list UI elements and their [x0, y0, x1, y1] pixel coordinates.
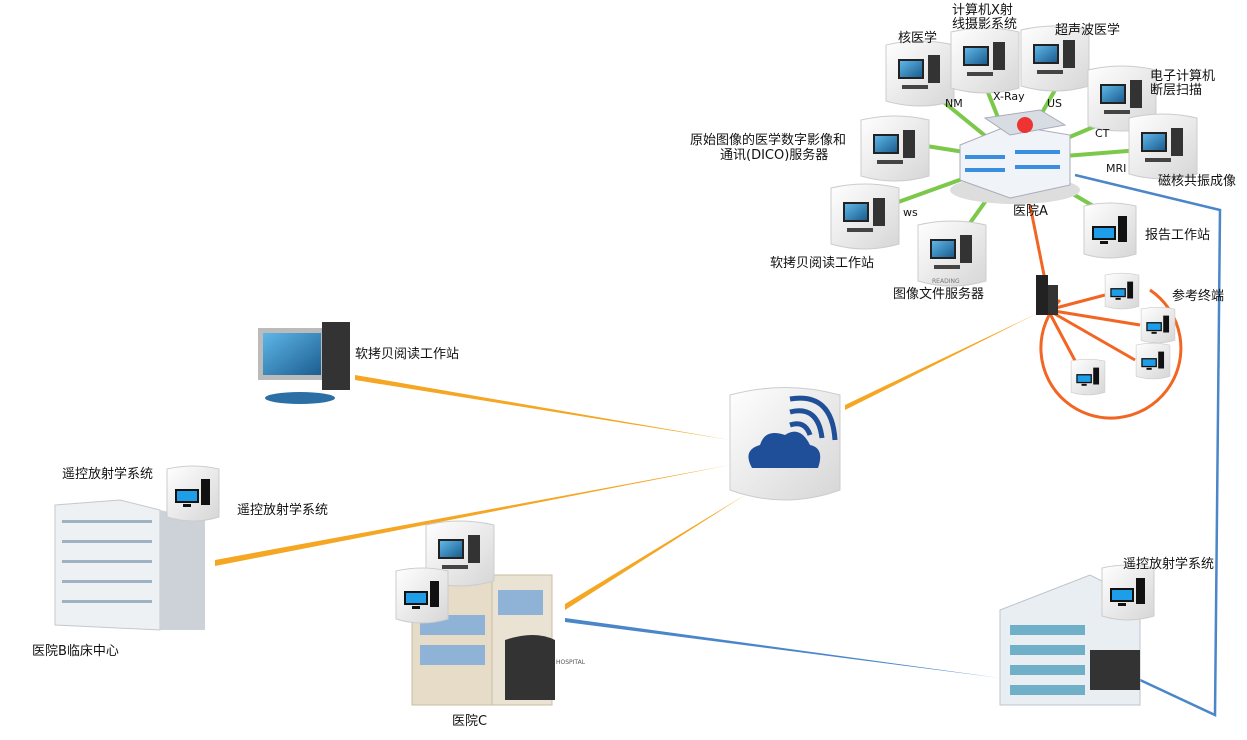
hospital-b-label: 医院B临床中心: [32, 644, 119, 659]
link-hospital-a: [845, 312, 1040, 410]
dicom-server-icon[interactable]: [860, 115, 930, 182]
server-rack-icon[interactable]: [1036, 275, 1058, 315]
hospital-d-label: 遥控放射学系统: [1123, 556, 1214, 572]
reference-terminals: 参考终端: [1039, 272, 1224, 420]
link-hospital-b: [215, 465, 730, 566]
hospital-b-label-top: 遥控放射学系统: [62, 466, 153, 482]
ws-code: ws: [903, 206, 918, 219]
dicom-title: 原始图像的医学数字影像和: [690, 132, 846, 148]
file-server-title: 图像文件服务器: [893, 286, 984, 302]
wan-links: [215, 173, 1222, 717]
link-hospital-c: [565, 495, 745, 610]
xray-machine-icon[interactable]: [950, 27, 1020, 94]
ct-title: 电子计算机: [1150, 69, 1215, 84]
hospital-a-building-icon[interactable]: [950, 109, 1080, 204]
nm-title: 核医学: [898, 30, 937, 46]
hospital-c-label: 医院C: [452, 714, 487, 729]
hospital-c-terminal-icon[interactable]: [395, 567, 449, 624]
link-workstation: [355, 375, 730, 440]
ws-title: 软拷贝阅读工作站: [770, 256, 874, 271]
cloud-hub-icon[interactable]: [729, 387, 841, 501]
reference-label: 参考终端: [1172, 288, 1224, 304]
ws-workstation-icon[interactable]: [830, 183, 900, 250]
report-title: 报告工作站: [1145, 228, 1210, 243]
hospital-b-building-icon[interactable]: [54, 499, 205, 631]
xray-title: 线摄影系统: [952, 17, 1017, 32]
terminal-icon[interactable]: [1135, 342, 1171, 380]
hospital-b-label-right: 遥控放射学系统: [237, 502, 328, 518]
file-server-caption: READING: [932, 278, 960, 285]
xray-code: X-Ray: [993, 90, 1025, 103]
hospital-d-terminal-icon[interactable]: [1101, 564, 1155, 621]
link-a-server: [1028, 204, 1047, 281]
report-workstation-icon[interactable]: [1083, 202, 1137, 259]
hospital-c-sign: HOSPITAL: [556, 659, 586, 666]
terminal-icon[interactable]: [1140, 306, 1176, 344]
mri-scanner-icon[interactable]: [1128, 113, 1198, 180]
us-code: US: [1047, 97, 1062, 110]
link-a-d: [1074, 173, 1222, 717]
terminal-icon[interactable]: [1070, 358, 1106, 396]
mri-code: MRI: [1106, 162, 1126, 175]
dicom-title: 通讯(DICO)服务器: [720, 147, 828, 163]
nm-code: NM: [945, 97, 963, 110]
hospital-b-terminal-icon[interactable]: [166, 465, 220, 522]
image-file-server-icon[interactable]: [917, 220, 987, 287]
nm-scanner-icon[interactable]: [885, 40, 955, 107]
ct-code: CT: [1095, 127, 1110, 140]
mri-title: 磁核共振成像: [1158, 174, 1236, 189]
remote-workstation-label: 软拷贝阅读工作站: [355, 347, 459, 362]
remote-workstation-icon[interactable]: [258, 322, 350, 404]
ct-title: 断层扫描: [1150, 83, 1202, 98]
hospital-a-label: 医院A: [1013, 204, 1048, 219]
xray-title: 计算机X射: [952, 2, 1013, 18]
us-title: 超声波医学: [1055, 22, 1120, 38]
terminal-icon[interactable]: [1104, 272, 1140, 310]
link-c-d: [565, 618, 1000, 678]
